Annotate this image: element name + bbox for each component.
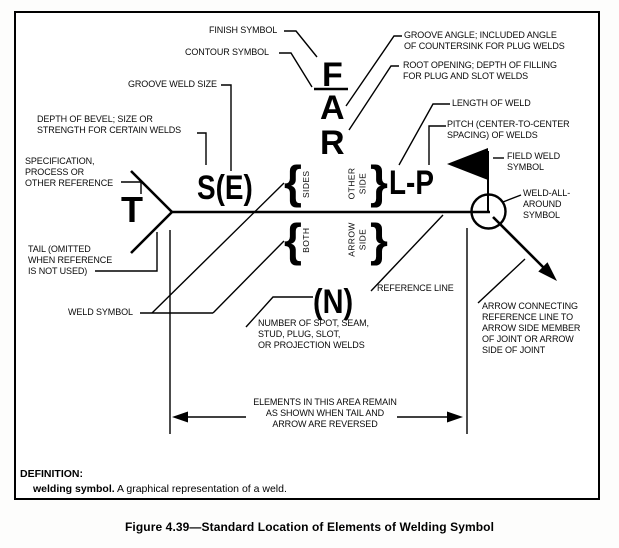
weld-all-around-label: WELD-ALL- AROUND SYMBOL	[523, 188, 571, 220]
pitch-leader	[428, 125, 446, 165]
root-opening-letter: R	[320, 124, 345, 162]
elements-left-arrowhead	[172, 411, 188, 423]
elements-area-note: ELEMENTS IN THIS AREA REMAIN AS SHOWN WH…	[253, 397, 397, 429]
number-symbol: (N)	[313, 283, 354, 321]
specification-label: SPECIFICATION, PROCESS OR OTHER REFERENC…	[25, 156, 114, 188]
weld-symbol-diag-upper	[151, 182, 285, 314]
tail-label: TAIL (OMITTED WHEN REFERENCE IS NOT USED…	[28, 244, 113, 276]
sides-label: SIDES	[300, 170, 311, 199]
tail-lines	[130, 170, 173, 254]
length-of-weld-label: LENGTH OF WELD	[452, 98, 531, 108]
contour-symbol-label: CONTOUR SYMBOL	[185, 47, 269, 57]
definition-body: welding symbol. A graphical representati…	[33, 483, 287, 495]
leader-lines	[95, 30, 526, 434]
other-side-label: OTHER SIDE	[346, 167, 368, 200]
arrow-head	[538, 262, 557, 281]
diagram-border	[14, 11, 600, 500]
pitch-label: PITCH (CENTER-TO-CENTER SPACING) OF WELD…	[447, 119, 570, 140]
length-pitch-symbol: L-P	[389, 164, 434, 202]
definition-heading: DEFINITION:	[20, 468, 83, 480]
tail-reference-letter: T	[121, 189, 143, 230]
reference-line-label: REFERENCE LINE	[377, 283, 454, 293]
groove-angle-leader	[345, 35, 402, 107]
groove-size-leader	[221, 84, 232, 171]
number-leader	[245, 296, 313, 328]
definition-term: welding symbol.	[33, 483, 115, 495]
brace-close-lower: }	[370, 214, 388, 266]
depth-size-symbol: S(E)	[197, 169, 253, 207]
weld-symbol-diag-lower	[212, 240, 285, 314]
arrow-shaft	[492, 216, 546, 270]
groove-angle-letter: A	[320, 89, 345, 127]
elements-right-arrowhead	[447, 411, 463, 423]
reference-line-leader	[370, 214, 444, 292]
brace-close-upper: }	[370, 156, 388, 208]
root-opening-label: ROOT OPENING; DEPTH OF FILLING FOR PLUG …	[403, 60, 557, 81]
arrow-connecting-label: ARROW CONNECTING REFERENCE LINE TO ARROW…	[482, 301, 581, 355]
groove-angle-label: GROOVE ANGLE; INCLUDED ANGLE OF COUNTERS…	[404, 30, 565, 51]
tail-leader	[95, 232, 158, 272]
number-of-welds-label: NUMBER OF SPOT, SEAM, STUD, PLUG, SLOT, …	[258, 318, 369, 350]
both-label: BOTH	[300, 227, 311, 253]
weld-symbol-label: WELD SYMBOL	[68, 307, 133, 317]
finish-symbol-label: FINISH SYMBOL	[209, 25, 278, 35]
figure-caption: Figure 4.39—Standard Location of Element…	[124, 520, 495, 534]
finish-letter: F	[322, 56, 343, 94]
arrow-connecting-leader	[477, 258, 526, 304]
length-leader	[398, 103, 450, 166]
field-weld-label: FIELD WELD SYMBOL	[507, 151, 561, 172]
contour-leader	[279, 52, 313, 88]
specification-leader	[121, 181, 142, 194]
finish-leader	[284, 30, 318, 58]
weld-all-around-leader	[502, 194, 522, 203]
root-opening-leader	[348, 65, 399, 131]
arrow-side-label: ARROW SIDE	[346, 222, 368, 257]
groove-weld-size-label: GROOVE WELD SIZE	[128, 79, 217, 89]
depth-leader	[197, 132, 207, 165]
brace-open-upper: {	[284, 156, 302, 208]
brace-open-lower: {	[284, 214, 302, 266]
definition-text: A graphical representation of a weld.	[114, 483, 287, 495]
field-weld-flag	[447, 148, 488, 180]
depth-of-bevel-label: DEPTH OF BEVEL; SIZE OR STRENGTH FOR CER…	[37, 114, 182, 135]
